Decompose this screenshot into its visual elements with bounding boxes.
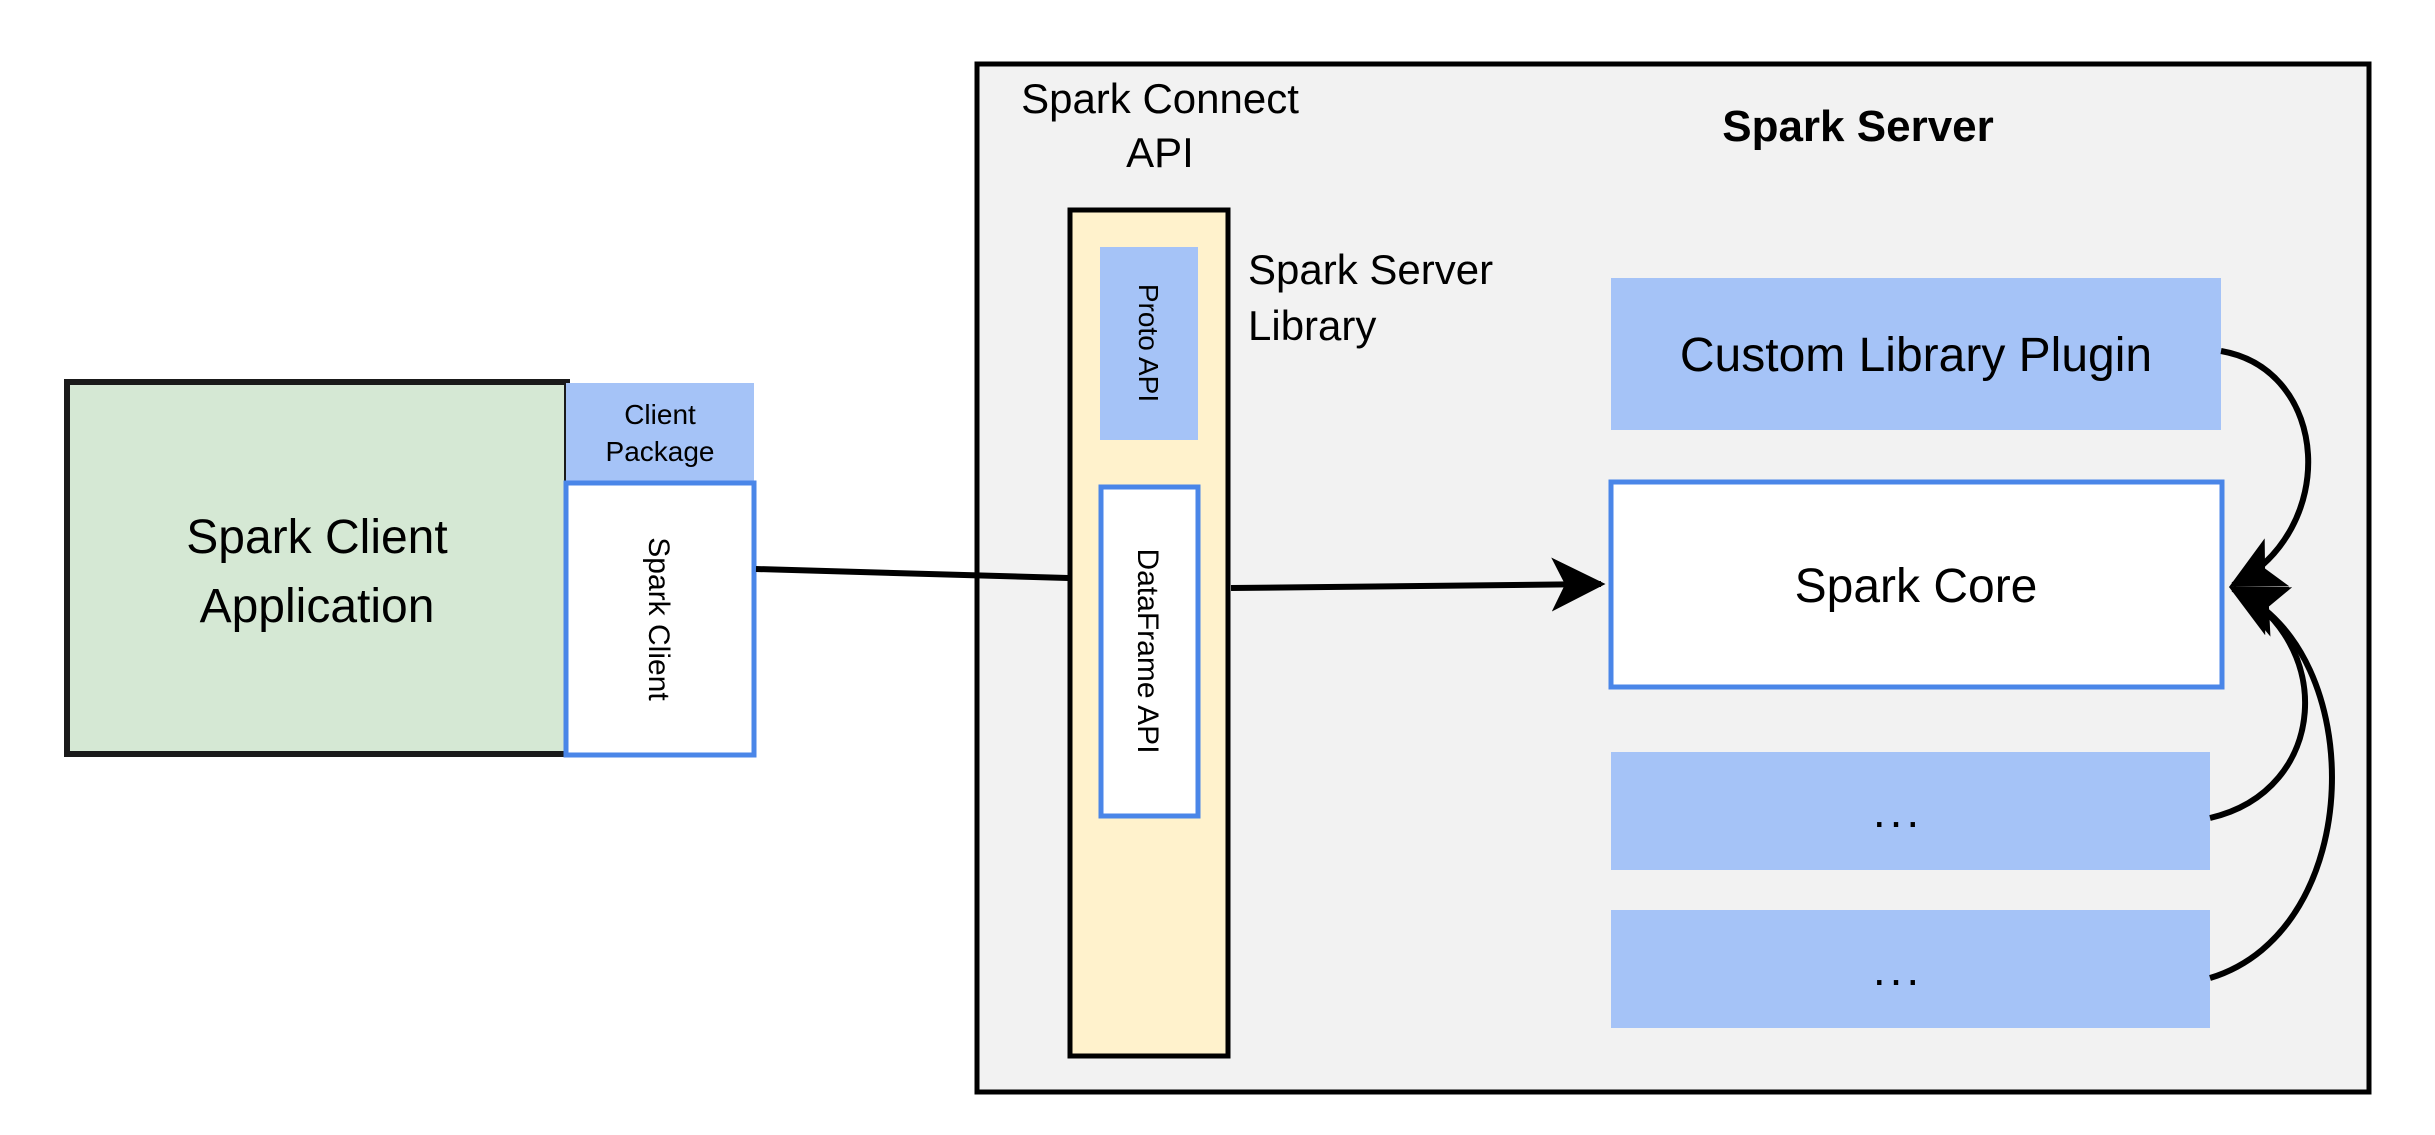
spark-core-label: Spark Core — [1795, 560, 2038, 613]
spark-server-library-label-line1: Spark Server — [1248, 246, 1493, 293]
spark-client-application-label-line2: Application — [200, 580, 435, 633]
placeholder-component-label-2: ... — [1873, 943, 1923, 995]
spark-server-title: Spark Server — [1722, 102, 1994, 151]
spark-client-application-box — [64, 379, 570, 757]
client-package-label-line1: Client — [624, 399, 696, 430]
placeholder-component-box-2 — [1611, 910, 2210, 1028]
spark-client-application-label-line1: Spark Client — [186, 511, 447, 564]
spark-client-box — [563, 480, 757, 758]
connect-api-to-spark-core-connector — [1230, 557, 1606, 612]
dataframe-api-label: DataFrame API — [1131, 548, 1164, 753]
placeholder-component-label-1: ... — [1873, 785, 1923, 837]
spark-connect-api-label-line1: Spark Connect — [1021, 75, 1299, 122]
custom-library-plugin-box — [1611, 278, 2221, 430]
spark-core-box — [1608, 479, 2225, 690]
dataframe-api-box — [1098, 484, 1201, 819]
client-package-label-line2: Package — [606, 436, 715, 467]
spark-connect-api-label-line2: API — [1126, 129, 1194, 176]
client-to-connect-api-connector — [755, 566, 1069, 581]
custom-library-plugin-label: Custom Library Plugin — [1680, 329, 2152, 382]
proto-api-box — [1100, 247, 1198, 440]
proto-api-label: Proto API — [1133, 284, 1164, 402]
client-package-box — [566, 383, 754, 483]
spark-client-label: Spark Client — [642, 537, 675, 701]
plugin-to-core-connector — [2220, 348, 2312, 588]
spark-server-library-label-line2: Library — [1248, 302, 1376, 349]
placeholder-component-box-1 — [1611, 752, 2210, 870]
placeholder-2-to-core-connector — [2209, 587, 2335, 981]
